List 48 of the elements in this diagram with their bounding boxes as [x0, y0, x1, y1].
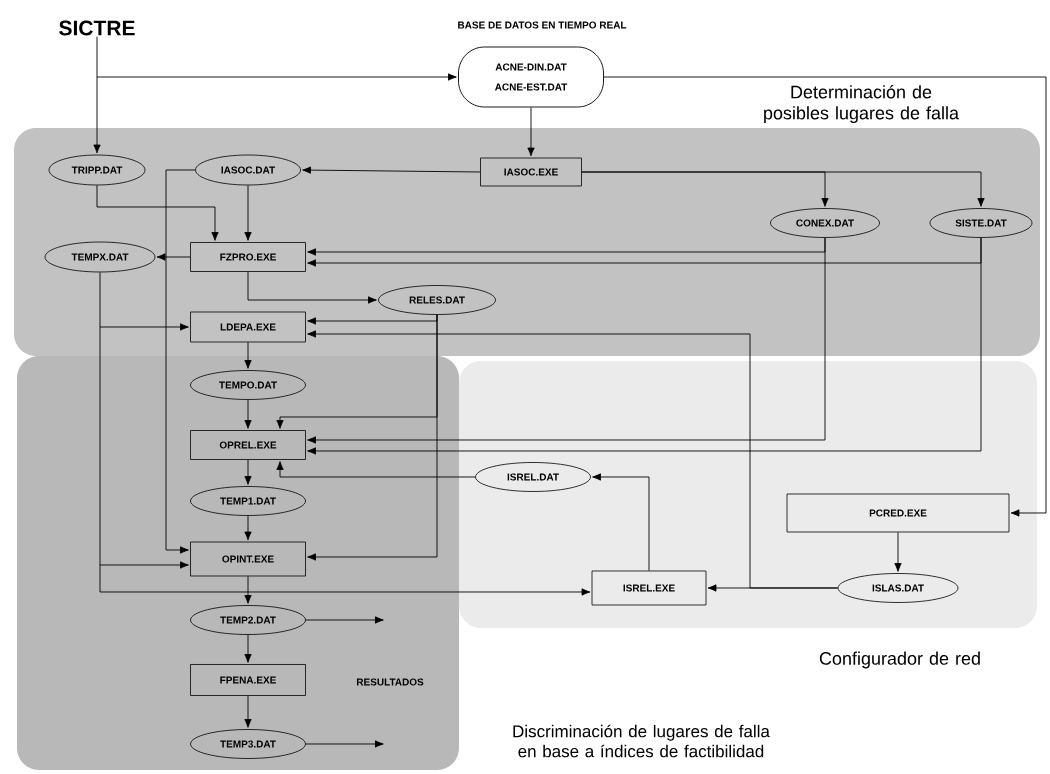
results-label: RESULTADOS [357, 678, 424, 686]
arrow [244, 695, 252, 728]
program-box: FZPRO.EXE [190, 242, 306, 272]
program-box: LDEPA.EXE [190, 311, 306, 343]
program-box: ISREL.EXE [591, 570, 707, 606]
program-box: IASOC.EXE [480, 157, 582, 187]
arrow [305, 616, 384, 624]
arrow [307, 314, 438, 325]
arrow [527, 107, 535, 157]
arrow [244, 341, 252, 369]
arrow [93, 76, 101, 154]
program-box: FPENA.EXE [190, 664, 306, 696]
program-box: PCRED.EXE [786, 493, 1010, 533]
arrow [707, 584, 839, 592]
arrow [247, 271, 377, 304]
caption-text: BASE DE DATOS EN TIEMPO REAL [458, 21, 627, 29]
arrow [276, 461, 476, 478]
arrow [244, 184, 252, 241]
arrow [99, 323, 189, 331]
arrow [305, 740, 384, 748]
line [96, 36, 98, 78]
arrow [99, 561, 189, 569]
arrow [894, 531, 902, 572]
arrow [244, 515, 252, 541]
arrow [244, 634, 252, 663]
program-box: OPREL.EXE [190, 430, 306, 460]
arrow [592, 473, 650, 572]
arrow [307, 314, 438, 561]
arrow [96, 73, 457, 81]
arrow [96, 184, 219, 241]
line [99, 271, 101, 593]
region-heading: Discriminación de lugares de falla en base a índices de factibilidad [513, 724, 770, 758]
region-heading: Configurador de red [819, 651, 980, 669]
arrow [307, 237, 982, 455]
program-box: OPINT.EXE [190, 541, 306, 577]
arrow [603, 76, 1047, 517]
arrow [244, 459, 252, 485]
arrow [156, 253, 191, 261]
arrow [244, 399, 252, 429]
region-heading: Determinación de posibles lugares de falla [764, 85, 959, 123]
arrow [581, 171, 985, 207]
database-box: ACNE-DIN.DAT ACNE-EST.DAT [458, 46, 604, 108]
arrow [165, 169, 196, 554]
arrow [99, 588, 591, 596]
arrow [307, 237, 826, 444]
arrow [302, 166, 481, 174]
arrow [244, 575, 252, 604]
system-label: SICTRE [59, 20, 135, 36]
